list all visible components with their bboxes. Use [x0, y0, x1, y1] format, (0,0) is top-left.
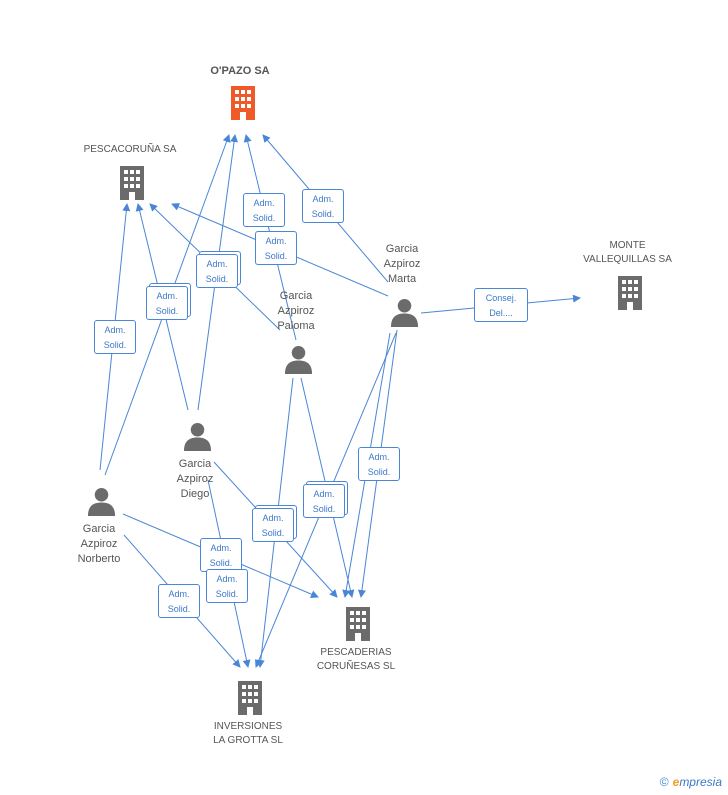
- diego-label[interactable]: Garcia Azpiroz Diego: [164, 457, 226, 502]
- relation-role: Adm.: [368, 452, 390, 462]
- paloma-label[interactable]: Garcia Azpiroz Paloma: [265, 289, 327, 334]
- norberto-person-icon: [87, 487, 116, 516]
- relation-role: Adm.: [168, 589, 190, 599]
- relation-box-adm-solid[interactable]: Adm. Solid.: [252, 508, 294, 542]
- pescacoruna-label[interactable]: PESCACORUÑA SA: [83, 144, 177, 155]
- relation-box-adm-solid[interactable]: Adm. Solid.: [243, 193, 285, 227]
- pescaderias-label-line-2: CORUÑESAS SL: [316, 661, 396, 672]
- relation-type: Solid.: [252, 213, 276, 223]
- relation-box-adm-solid[interactable]: Adm. Solid.: [94, 320, 136, 354]
- monte-label-line-1: MONTE: [609, 240, 646, 251]
- relation-type: Solid.: [167, 604, 191, 614]
- relation-box-adm-solid[interactable]: Adm. Solid.: [255, 231, 297, 265]
- relation-type: Solid.: [311, 209, 335, 219]
- norberto-label-line-1: Garcia: [82, 523, 116, 535]
- relation-box-adm-solid[interactable]: Adm. Solid.: [158, 584, 200, 618]
- relation-type: Solid.: [264, 251, 288, 261]
- relation-box-adm-solid[interactable]: Adm. Solid.: [303, 484, 345, 518]
- footer-brand[interactable]: ©empresia: [660, 775, 722, 789]
- norberto-label-line-3: Norberto: [77, 553, 121, 565]
- relation-box-adm-solid[interactable]: Adm. Solid.: [200, 538, 242, 572]
- relation-role: Consej.: [485, 293, 517, 303]
- marta-label-line-3: Marta: [387, 273, 417, 285]
- relation-box-adm-solid[interactable]: Adm. Solid.: [302, 189, 344, 223]
- relation-role: Adm.: [262, 513, 284, 523]
- diego-label-line-3: Diego: [180, 488, 210, 500]
- relation-role: Adm.: [216, 574, 238, 584]
- relation-type: Solid.: [209, 558, 233, 568]
- relation-role: Adm.: [313, 489, 335, 499]
- opazo-building-icon: [231, 86, 255, 120]
- monte-building-icon: [618, 276, 642, 310]
- marta-label[interactable]: Garcia Azpiroz Marta: [371, 242, 433, 287]
- relation-type: Solid.: [261, 528, 285, 538]
- relation-role: Adm.: [312, 194, 334, 204]
- relation-box-adm-solid[interactable]: Adm. Solid.: [196, 254, 238, 288]
- brand-name: mpresia: [679, 775, 722, 789]
- relation-type: Del....: [489, 308, 513, 318]
- paloma-label-line-3: Paloma: [277, 320, 315, 332]
- monte-label-line-2: VALLEQUILLAS SA: [583, 254, 672, 265]
- inversiones-label-line-2: LA GROTTA SL: [213, 735, 283, 746]
- pescaderias-building-icon: [346, 607, 370, 641]
- inversiones-building-icon: [238, 681, 262, 715]
- marta-label-line-2: Azpiroz: [383, 258, 421, 270]
- diego-person-icon: [183, 422, 212, 451]
- relation-box-consej-del[interactable]: Consej. Del....: [474, 288, 528, 322]
- norberto-label-line-2: Azpiroz: [80, 538, 118, 550]
- relation-type: Solid.: [312, 504, 336, 514]
- brand-initial: e: [672, 775, 680, 789]
- paloma-label-line-2: Azpiroz: [277, 305, 315, 317]
- relation-role: Adm.: [253, 198, 275, 208]
- inversiones-label[interactable]: INVERSIONES LA GROTTA SL: [198, 720, 298, 748]
- relation-box-adm-solid[interactable]: Adm. Solid.: [358, 447, 400, 481]
- diego-label-line-1: Garcia: [178, 458, 212, 470]
- norberto-label[interactable]: Garcia Azpiroz Norberto: [66, 522, 132, 567]
- pescacoruna-building-icon: [120, 166, 144, 200]
- diego-label-line-2: Azpiroz: [176, 473, 214, 485]
- relation-role: Adm.: [210, 543, 232, 553]
- opazo-label[interactable]: O'PAZO SA: [210, 65, 270, 77]
- relation-type: Solid.: [367, 467, 391, 477]
- pescaderias-label[interactable]: PESCADERIAS CORUÑESAS SL: [306, 646, 406, 674]
- pescaderias-label-line-1: PESCADERIAS: [320, 647, 392, 658]
- relation-role: Adm.: [156, 291, 178, 301]
- monte-label[interactable]: MONTE VALLEQUILLAS SA: [570, 239, 685, 267]
- marta-label-line-1: Garcia: [385, 243, 419, 255]
- relation-type: Solid.: [205, 274, 229, 284]
- relation-type: Solid.: [155, 306, 179, 316]
- relation-type: Solid.: [215, 589, 239, 599]
- relation-role: Adm.: [206, 259, 228, 269]
- copyright-icon: ©: [659, 775, 669, 789]
- marta-person-icon: [390, 298, 419, 327]
- relation-box-adm-solid[interactable]: Adm. Solid.: [206, 569, 248, 603]
- relation-role: Adm.: [265, 236, 287, 246]
- relation-type: Solid.: [103, 340, 127, 350]
- relation-box-adm-solid[interactable]: Adm. Solid.: [146, 286, 188, 320]
- relation-role: Adm.: [104, 325, 126, 335]
- inversiones-label-line-1: INVERSIONES: [213, 721, 283, 732]
- paloma-label-line-1: Garcia: [279, 290, 313, 302]
- paloma-person-icon: [284, 345, 313, 374]
